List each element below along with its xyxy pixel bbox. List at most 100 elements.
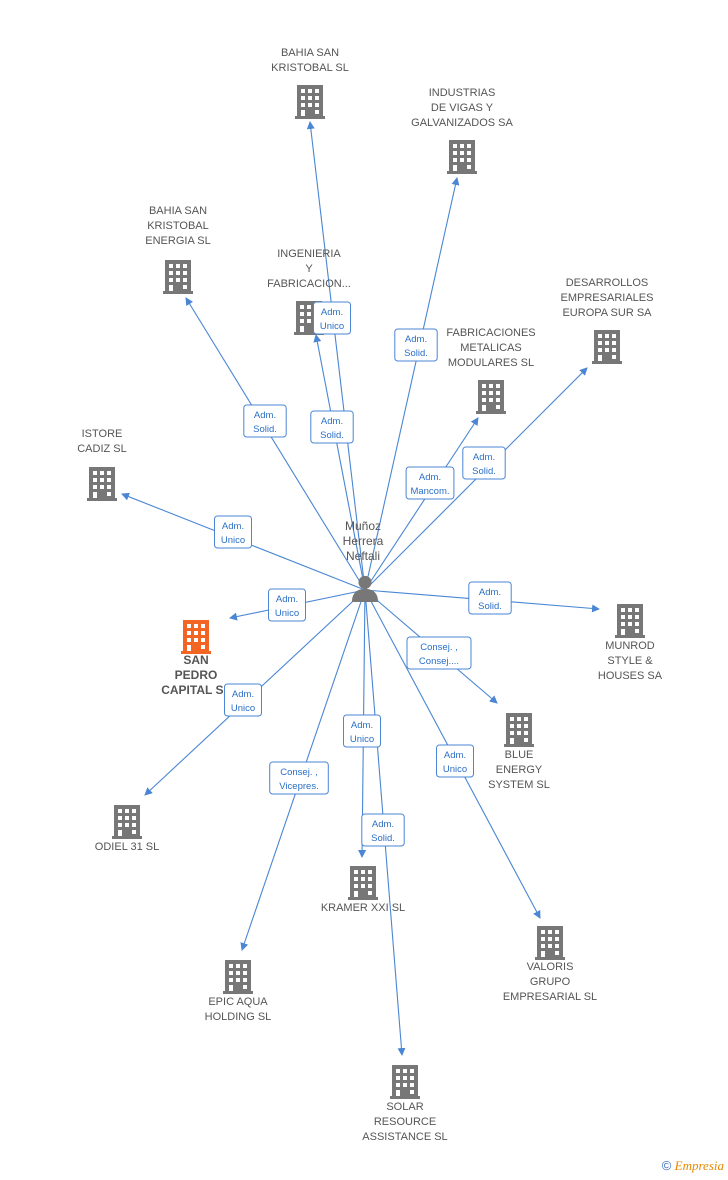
company-node-odiel[interactable]: ODIEL 31 SL: [95, 805, 159, 853]
edge-label-box: [406, 636, 472, 670]
company-node-desarrollos[interactable]: DESARROLLOS EMPRESARIALES EUROPA SUR SA: [561, 277, 654, 364]
company-name-line: VALORIS: [527, 961, 574, 973]
company-name-line: MUNROD: [605, 640, 655, 652]
company-node-ingenieria[interactable]: INGENIERIA Y FABRICACION...: [267, 248, 351, 335]
edge-label-san_pedro[interactable]: Adm. Unico: [268, 588, 306, 622]
edge-industrias_vigas: [364, 177, 460, 591]
company-name-line: INGENIERIA: [277, 248, 341, 260]
edge-bahia_san_kristobal: [306, 121, 366, 591]
company-name-line: FABRICACION...: [267, 278, 351, 290]
edge-label-box: [405, 466, 455, 500]
edge-label-text: Solid.: [320, 430, 344, 441]
company-name-line: EMPRESARIALES: [561, 292, 654, 304]
company-name-line: ASSISTANCE SL: [362, 1131, 447, 1143]
company-name-line: HOUSES SA: [598, 670, 663, 682]
edge-label-box: [214, 515, 252, 549]
edge-label-munrod[interactable]: Adm.Solid.: [468, 581, 512, 615]
edge-label-text: Adm.: [232, 689, 254, 700]
company-name-line: CAPITAL SL: [161, 683, 231, 697]
person-name-line: Herrera: [343, 534, 384, 548]
edge-label-bahia_san_kristobal[interactable]: Adm.Solid.: [310, 410, 354, 444]
building-icon: [390, 1065, 420, 1099]
edge-ingenieria: [313, 334, 366, 591]
edge-label-ingenieria[interactable]: Adm. Unico: [313, 301, 351, 335]
edge-label-text: Adm.: [444, 750, 466, 761]
edge-label-box: [436, 744, 474, 778]
edge-label-text: Adm.: [372, 819, 394, 830]
edge-label-text: Adm.: [276, 594, 298, 605]
edge-label-box: [462, 446, 506, 480]
company-name-line: FABRICACIONES: [446, 327, 535, 339]
building-icon: [348, 866, 378, 900]
edge-label-text: Solid.: [253, 424, 277, 435]
footer-brand: © Empresia: [662, 1158, 724, 1174]
company-name-line: EUROPA SUR SA: [562, 307, 652, 319]
copyright-symbol: ©: [661, 1158, 672, 1173]
edge-label-fabricaciones[interactable]: Adm.Mancom.: [405, 466, 455, 500]
edge-label-industrias_vigas[interactable]: Adm.Solid.: [394, 328, 438, 362]
company-name-line: PEDRO: [175, 668, 218, 682]
edge-bahia_energia: [185, 297, 366, 591]
edge-label-text: Unico: [275, 608, 299, 619]
edge-label-bahia_energia[interactable]: Adm.Solid.: [243, 404, 287, 438]
edge-label-desarrollos[interactable]: Adm.Solid.: [462, 446, 506, 480]
edge-label-text: Solid.: [404, 348, 428, 359]
edge-label-text: Unico: [350, 734, 374, 745]
edge-label-odiel[interactable]: Adm.Unico: [224, 683, 262, 717]
edge-label-text: Adm.: [351, 720, 373, 731]
building-icon: [476, 380, 506, 414]
edge-label-kramer[interactable]: Adm. Unico: [343, 714, 381, 748]
company-name-line: SAN: [183, 653, 208, 667]
edge-label-solar[interactable]: Adm. Solid.: [361, 813, 405, 847]
brand-name: Empresia: [674, 1158, 724, 1173]
company-name-line: INDUSTRIAS: [429, 87, 496, 99]
edge-label-text: Unico: [221, 535, 245, 546]
edge-label-box: [343, 714, 381, 748]
edge-label-text: Adm.: [419, 472, 441, 483]
company-name-line: KRAMER XXI SL: [321, 902, 405, 914]
company-name-line: DESARROLLOS: [566, 277, 649, 289]
edge-label-epic_aqua[interactable]: Consej. ,Vicepres.: [269, 761, 329, 795]
company-name-line: METALICAS: [460, 342, 522, 354]
edge-label-box: [224, 683, 262, 717]
edge-label-text: Solid.: [371, 833, 395, 844]
company-node-kramer[interactable]: KRAMER XXI SL: [321, 866, 405, 914]
company-name-line: EPIC AQUA: [208, 996, 268, 1008]
edge-fabricaciones: [364, 417, 479, 591]
company-name-line: ENERGY: [496, 764, 543, 776]
building-icon: [592, 330, 622, 364]
person-icon: [351, 575, 379, 602]
company-name-line: HOLDING SL: [205, 1011, 272, 1023]
company-name-line: GRUPO: [530, 976, 571, 988]
edge-label-blue_energy[interactable]: Consej. ,Consej....: [406, 636, 472, 670]
company-name-line: BLUE: [505, 749, 534, 761]
edge-label-istore[interactable]: Adm.Unico: [214, 515, 252, 549]
edge-label-valoris[interactable]: Adm. Unico: [436, 744, 474, 778]
edge-label-box: [361, 813, 405, 847]
building-icon: [295, 85, 325, 119]
company-name-line: Y: [305, 263, 313, 275]
edge-label-text: Unico: [320, 321, 344, 332]
edge-label-text: Adm.: [321, 307, 343, 318]
edge-label-text: Unico: [443, 764, 467, 775]
person-name-line: Neftali: [346, 549, 380, 563]
person-name-line: Muñoz: [345, 519, 381, 533]
company-name-line: SOLAR: [386, 1101, 423, 1113]
building-icon: [535, 926, 565, 960]
company-node-epic_aqua[interactable]: EPIC AQUA HOLDING SL: [205, 960, 272, 1023]
edge-label-box: [394, 328, 438, 362]
edge-label-box: [468, 581, 512, 615]
edge-label-box: [269, 761, 329, 795]
